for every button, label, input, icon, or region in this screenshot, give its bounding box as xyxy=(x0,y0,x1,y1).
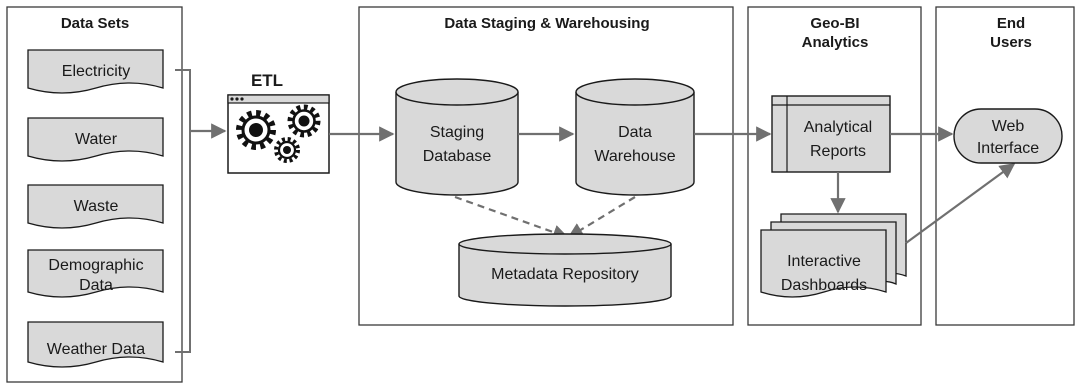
end-users-title-line1: End xyxy=(997,15,1025,32)
staging-db-label-line1: Staging xyxy=(430,124,484,141)
interactive-dashboards: Interactive Dashboards xyxy=(760,213,907,298)
gears-icon xyxy=(236,104,321,163)
metadata-repository: Metadata Repository xyxy=(458,233,672,307)
geo-bi-title-line2: Analytics xyxy=(802,34,869,51)
web-interface: Web Interface xyxy=(953,108,1063,164)
data-set-water: Water xyxy=(27,117,164,162)
data-sets-bracket xyxy=(175,69,191,353)
data-set-label: Weather Data xyxy=(47,341,146,358)
staging-title: Data Staging & Warehousing xyxy=(444,15,649,32)
data-set-label: Electricity xyxy=(62,63,130,80)
geo-bi-title-line1: Geo-BI xyxy=(810,15,859,32)
web-label-line1: Web xyxy=(992,118,1025,135)
staging-panel xyxy=(358,6,734,326)
staging-db-label-line2: Database xyxy=(423,148,492,165)
data-set-electricity: Electricity xyxy=(27,49,164,94)
arrow-staging-to-metadata xyxy=(454,195,569,240)
metadata-label: Metadata Repository xyxy=(491,266,639,283)
reports-label-line2: Reports xyxy=(810,143,866,160)
data-sets-panel xyxy=(6,6,183,383)
data-set-label: Data xyxy=(79,277,113,294)
end-users-panel xyxy=(935,6,1075,326)
data-set-waste: Waste xyxy=(27,184,164,229)
dashboards-label-line1: Interactive xyxy=(787,253,861,270)
reports-label-line1: Analytical xyxy=(804,119,872,136)
data-set-weather: Weather Data xyxy=(27,321,164,368)
warehouse-label-line2: Warehouse xyxy=(594,148,675,165)
geo-bi-panel xyxy=(747,6,922,326)
data-sets-title: Data Sets xyxy=(61,15,129,32)
arrow-warehouse-to-metadata xyxy=(567,196,636,238)
dashboards-label-line2: Dashboards xyxy=(781,277,867,294)
arrow-dashboards-to-web xyxy=(905,163,1016,244)
analytical-reports: Analytical Reports xyxy=(771,95,891,173)
etl-title: ETL xyxy=(251,71,283,90)
data-set-demographic: Demographic Data xyxy=(27,249,164,298)
web-label-line2: Interface xyxy=(977,140,1039,157)
data-set-label: Water xyxy=(75,131,118,148)
data-set-label: Waste xyxy=(74,198,119,215)
staging-database: Staging Database xyxy=(395,78,519,196)
data-warehouse: Data Warehouse xyxy=(575,78,695,196)
data-set-label: Demographic xyxy=(48,257,143,274)
warehouse-label-line1: Data xyxy=(618,124,652,141)
end-users-title-line2: Users xyxy=(990,34,1032,51)
